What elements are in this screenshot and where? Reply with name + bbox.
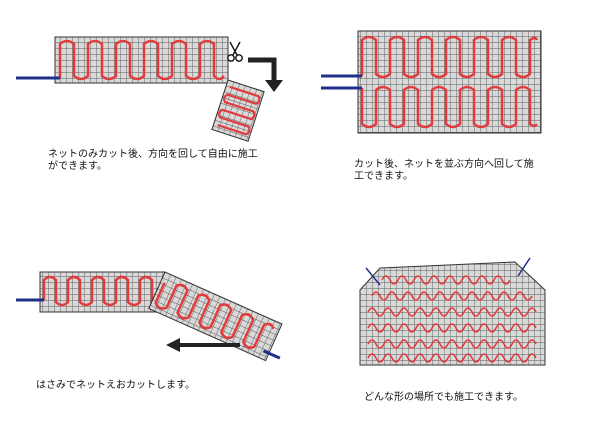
panel-2-illustration xyxy=(321,30,542,134)
caption-panel-3: はさみでネットえおカットします。 xyxy=(36,380,195,391)
heating-wire-upper xyxy=(360,35,539,79)
lead-wire-right xyxy=(262,349,281,360)
heating-mat-full xyxy=(357,30,542,134)
scissors-icon xyxy=(227,41,243,62)
turn-arrow-icon xyxy=(248,57,283,92)
panel-3-illustration xyxy=(16,271,283,362)
panel-1-illustration xyxy=(16,36,283,142)
heating-wire xyxy=(58,39,226,81)
left-arrow-icon xyxy=(166,338,240,352)
caption-panel-2: カット後、ネットを並ぶ方向へ回して施 工できます。 xyxy=(354,159,534,182)
panel-4-illustration xyxy=(359,257,546,366)
caption-panel-1: ネットのみカット後、方向を回して自由に施工 ができます。 xyxy=(48,149,258,172)
heating-wire-lower xyxy=(360,85,539,129)
heating-wire-angled xyxy=(154,282,275,349)
lead-wire-corner-right xyxy=(517,257,531,277)
irregular-floor-area xyxy=(359,261,546,366)
dense-heating-wire xyxy=(367,275,537,363)
lead-wire-corner-left xyxy=(365,267,381,286)
caption-panel-4: どんな形の場所でも施工できます。 xyxy=(364,392,523,403)
cut-piece-wire xyxy=(217,85,261,136)
heating-wire-flat xyxy=(42,275,164,307)
